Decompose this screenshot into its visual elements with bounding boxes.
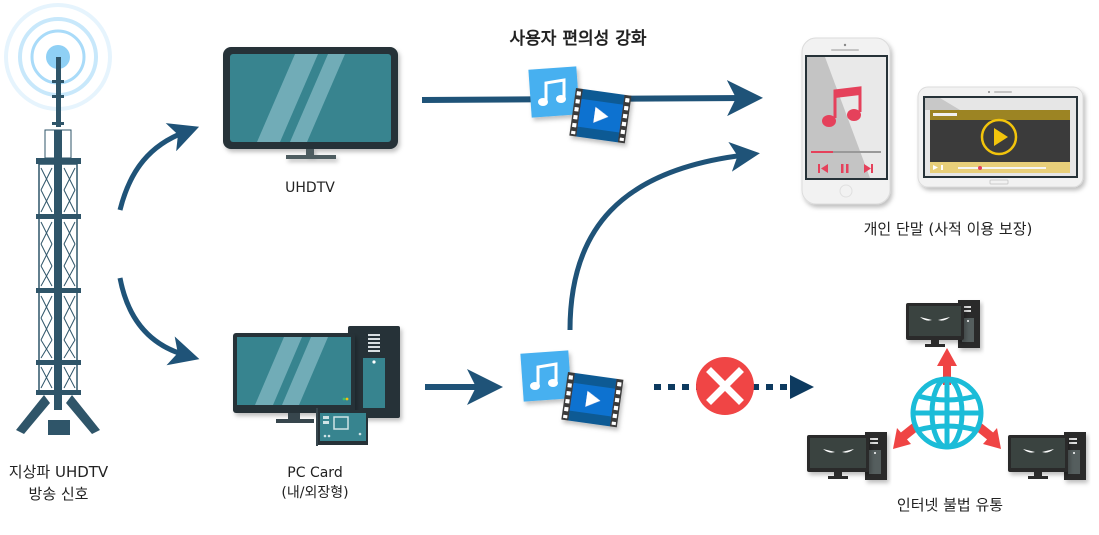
personal-devices-label: 개인 단말 (사적 이용 보장) [863, 220, 1033, 238]
tower-label-line2: 방송 신호 [28, 485, 89, 503]
music-note-icon [538, 78, 566, 106]
broadcast-tower-icon [4, 3, 112, 435]
pc-card-board-icon [316, 408, 368, 446]
music-note-icon [822, 86, 862, 127]
pc-card-label: PC Card (내/외장형) [255, 463, 375, 503]
film-strip-icon [561, 372, 624, 428]
media-controls [818, 164, 873, 173]
tv-icon [223, 47, 398, 159]
tower-label-line1: 지상파 UHDTV [8, 463, 109, 481]
diagram-title: 사용자 편의성 강화 [509, 29, 647, 49]
illegal-distribution-label: 인터넷 불법 유통 [896, 496, 1004, 514]
desktop-pc-icon [233, 326, 400, 446]
music-note-icon [530, 362, 558, 390]
malicious-pc-icon [807, 432, 887, 480]
tablet-icon [917, 86, 1084, 188]
blocked-x-icon [696, 357, 754, 415]
film-strip-icon [569, 88, 632, 144]
malicious-pc-icon [1008, 432, 1086, 480]
smartphone-icon [801, 37, 891, 205]
media-files-icon [520, 350, 624, 428]
tower-label: 지상파 UHDTV 방송 신호 [0, 461, 117, 505]
malicious-pc-icon [906, 300, 980, 348]
globe-icon [910, 376, 984, 450]
arrow-media-to-devices [567, 141, 760, 331]
pc-card-label-line2: (내/외장형) [281, 485, 349, 501]
media-files-icon [528, 66, 632, 144]
uhdtv-label: UHDTV [285, 180, 335, 196]
pc-card-label-line1: PC Card [287, 465, 343, 481]
arrow-tower-to-uhdtv [117, 123, 200, 211]
arrow-tower-to-pc [117, 277, 200, 366]
